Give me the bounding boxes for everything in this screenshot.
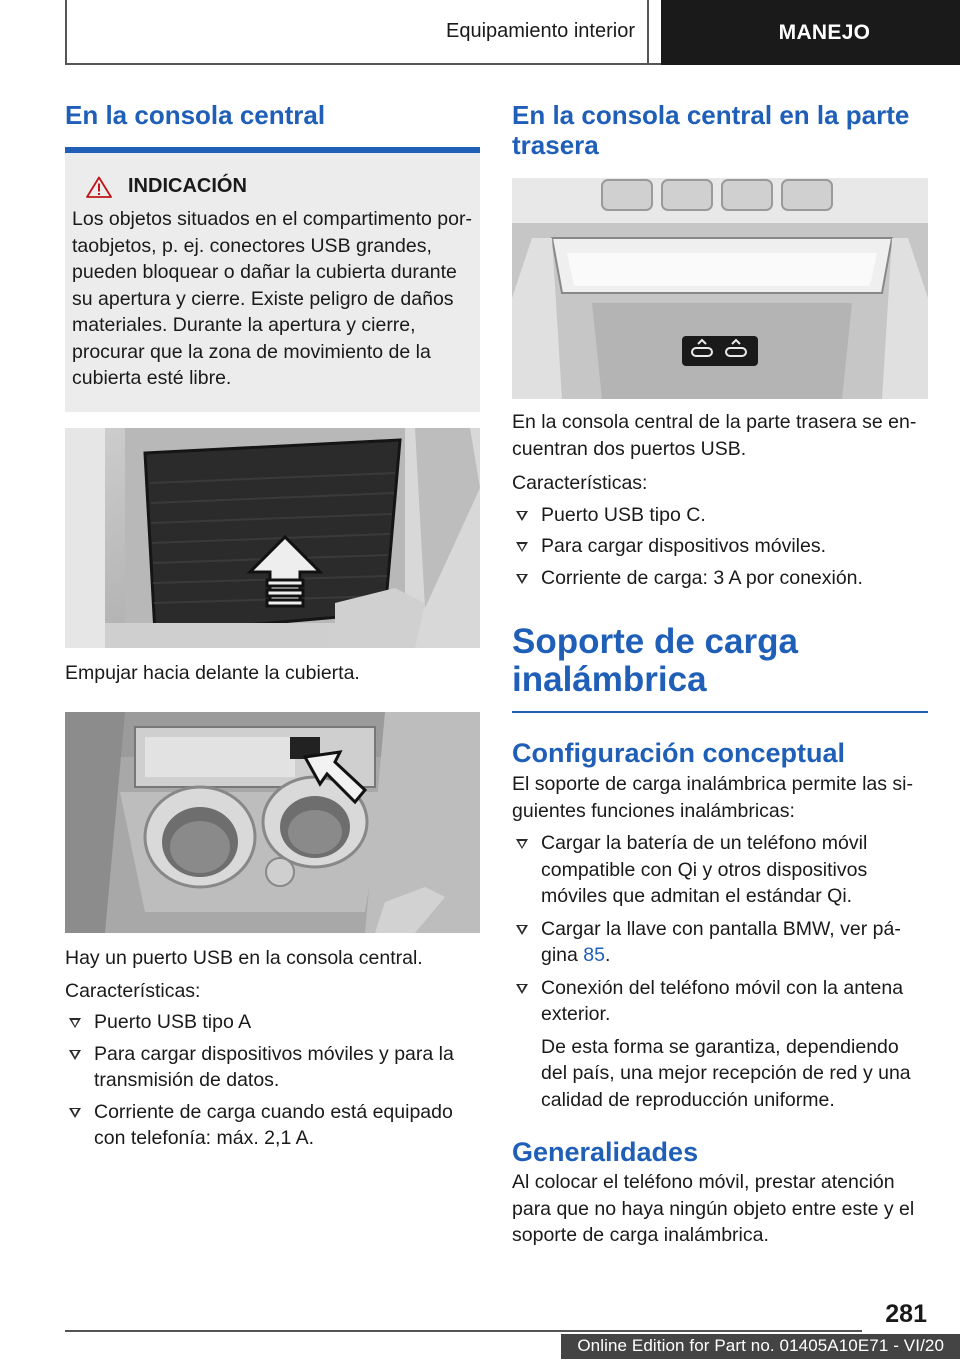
header-divider-right (647, 0, 649, 64)
bullet-triangle-icon (69, 1018, 81, 1028)
list-item: Cargar la batería de un teléfono móvil c… (512, 830, 928, 910)
header-divider-left (65, 0, 67, 64)
rear-features-label: Características: (512, 472, 648, 494)
section-title-rule (65, 147, 480, 153)
feature-list-front: Puerto USB tipo A Para cargar dispositiv… (65, 1009, 480, 1152)
page-reference-link[interactable]: 85 (583, 944, 605, 966)
bullet-triangle-icon (516, 573, 528, 584)
list-item: Conexión del teléfono móvil con la anten… (512, 975, 928, 1114)
header-chapter-tab: MANEJO (661, 0, 960, 65)
bullet-triangle-icon (69, 1049, 81, 1060)
photo-usb-cupholders (65, 712, 480, 933)
footer-edition: Online Edition for Part no. 01405A10E71 … (561, 1334, 960, 1359)
concept-list: Cargar la batería de un teléfono móvil c… (512, 830, 928, 1113)
chapter-title-rule (512, 711, 928, 713)
bullet-triangle-icon (516, 983, 528, 994)
general-text: Al colocar el teléfono móvil, prestar at… (512, 1171, 915, 1246)
list-item: Corriente de carga: 3 A por conexión. (512, 565, 928, 592)
page-number: 281 (885, 1300, 927, 1328)
photo-rear-usb-ports (512, 178, 928, 399)
notice-heading-text: INDICACIÓN (128, 175, 247, 197)
list-item: Cargar la llave con pantalla BMW, ver pá… (512, 916, 928, 969)
subtitle-concept: Configuración conceptual (512, 738, 846, 768)
rear-intro-text: En la consola central de la parte traser… (512, 411, 917, 460)
list-item: Corriente de carga cuando está equipado … (65, 1099, 480, 1152)
features-label: Características: (65, 979, 201, 1002)
right-column: En la consola central en la parte traser… (512, 100, 928, 1249)
bullet-triangle-icon (516, 510, 528, 521)
list-item: Puerto USB tipo C. (512, 502, 928, 529)
concept-text: El soporte de carga inalámbrica permite … (512, 773, 914, 822)
footer-rule (65, 1330, 862, 1332)
bullet-triangle-icon (516, 542, 528, 552)
caption-push-cover: Empujar hacia delante la cubierta. (65, 661, 360, 684)
left-column: En la consola central INDICACIÓN Los obj… (65, 100, 480, 1152)
header-section-title: Equipamiento interior (446, 20, 635, 42)
bullet-triangle-icon (516, 839, 528, 849)
list-item: Puerto USB tipo A (65, 1009, 480, 1036)
bullet-triangle-icon (516, 924, 528, 935)
feature-list-rear: Puerto USB tipo C. Para cargar dispositi… (512, 502, 928, 592)
notice-box: INDICACIÓN Los objetos situados en el co… (65, 153, 480, 412)
warning-triangle-icon (86, 176, 112, 198)
section-title-center-console: En la consola central (65, 100, 326, 130)
caption-usb-port: Hay un puerto USB en la consola central. (65, 947, 423, 969)
notice-heading: INDICACIÓN (72, 175, 472, 198)
list-item: Para cargar dispositivos móviles y para … (65, 1041, 480, 1094)
section-title-rear-console: En la consola central en la parte traser… (512, 100, 910, 160)
subtitle-general: Generalidades (512, 1137, 699, 1167)
chapter-title-wireless-charging: Soporte de carga inalámbrica (512, 622, 798, 699)
list-item-note: De esta forma se garantiza, dependiendo … (541, 1035, 911, 1111)
bullet-triangle-icon (69, 1107, 81, 1118)
photo-console-cover (65, 427, 480, 648)
header-bottom-rule (65, 63, 661, 65)
list-item: Para cargar dispositivos móviles. (512, 533, 928, 560)
notice-text: Los objetos situados en el compartimento… (72, 208, 472, 389)
